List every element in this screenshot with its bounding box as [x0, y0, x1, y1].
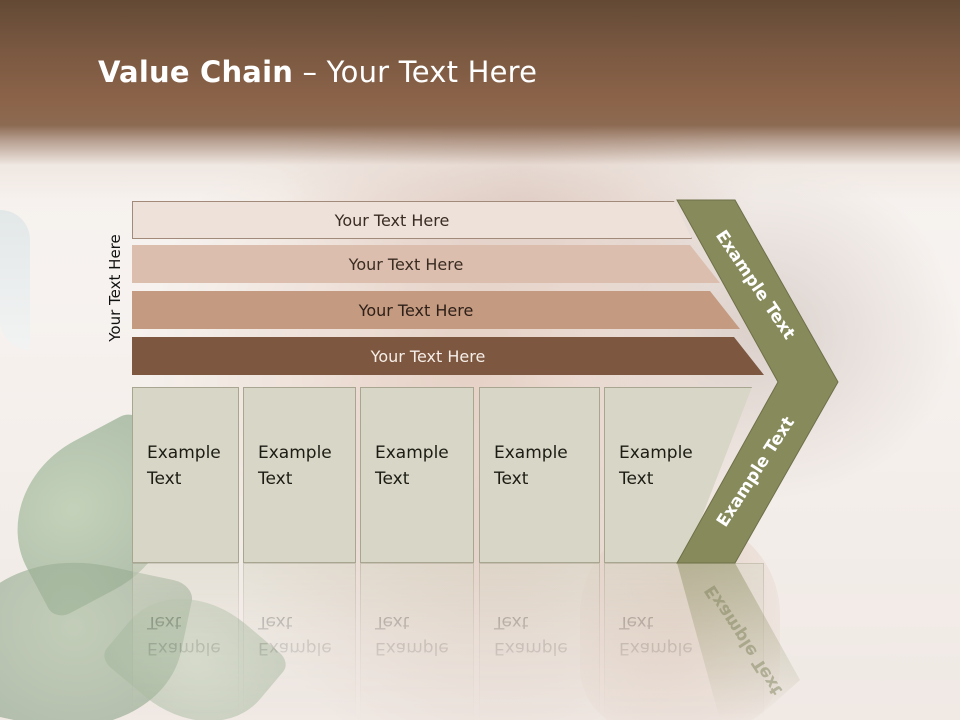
- support-bar-3-label: Your Text Here: [358, 300, 474, 320]
- leaf-left-edge: [0, 210, 30, 350]
- support-bar-2[interactable]: Your Text Here: [132, 245, 720, 283]
- support-bar-2-label: Your Text Here: [348, 254, 464, 274]
- primary-box-5-line1: Example: [619, 443, 693, 463]
- primary-box-1[interactable]: Example Text: [132, 387, 239, 563]
- primary-box-5-line2: Text: [619, 469, 654, 489]
- primary-box-2-line2: Text: [258, 469, 293, 489]
- support-bar-3[interactable]: Your Text Here: [132, 291, 740, 329]
- primary-box-3-line2: Text: [375, 469, 410, 489]
- slide-title[interactable]: Value Chain – Your Text Here: [98, 55, 537, 89]
- title-bold: Value Chain: [98, 55, 294, 89]
- support-bar-4[interactable]: Your Text Here: [132, 337, 764, 375]
- primary-box-1-line2: Text: [147, 469, 182, 489]
- support-bar-1-label: Your Text Here: [334, 210, 450, 230]
- primary-box-2-line1: Example: [258, 443, 332, 463]
- primary-box-4[interactable]: Example Text: [479, 387, 600, 563]
- primary-box-3[interactable]: Example Text: [360, 387, 474, 563]
- side-label[interactable]: Your Text Here: [106, 234, 124, 342]
- primary-box-4-line1: Example: [494, 443, 568, 463]
- primary-box-4-line2: Text: [494, 469, 529, 489]
- primary-box-3-line1: Example: [375, 443, 449, 463]
- primary-box-2[interactable]: Example Text: [243, 387, 356, 563]
- primary-box-1-line1: Example: [147, 443, 221, 463]
- support-bar-1[interactable]: Your Text Here: [132, 201, 692, 239]
- support-bar-4-label: Your Text Here: [370, 346, 486, 366]
- title-rest: – Your Text Here: [293, 55, 538, 89]
- header-band: [0, 0, 960, 200]
